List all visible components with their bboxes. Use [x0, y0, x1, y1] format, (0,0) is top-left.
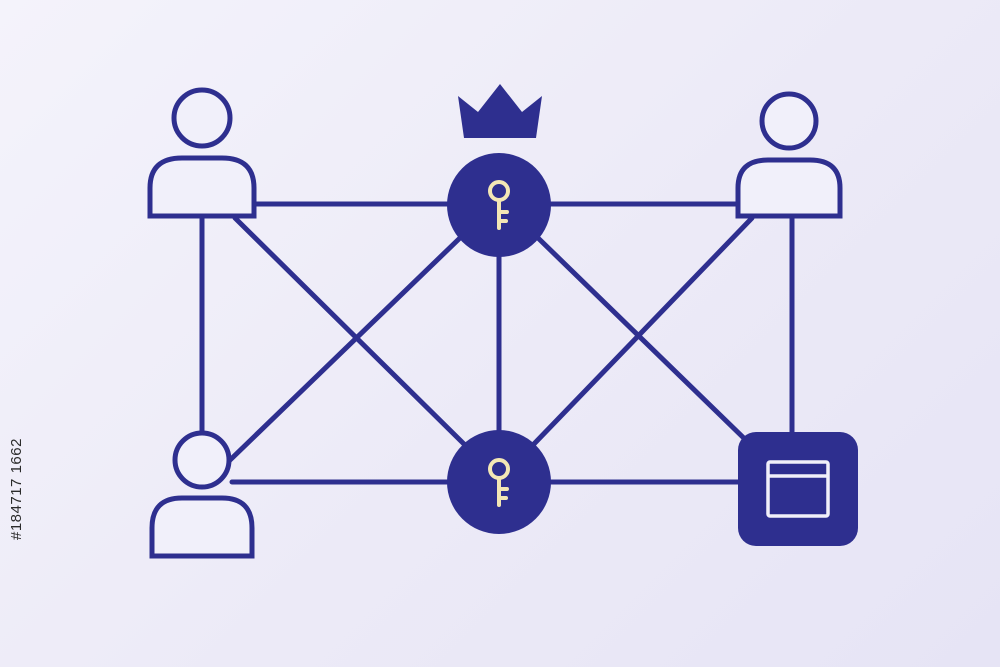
user-outline-icon	[149, 430, 255, 559]
app-window-node	[738, 432, 858, 546]
link-userTL-keyBottom	[232, 215, 469, 449]
link-userTR-keyBottom	[529, 215, 755, 449]
connection-lines	[199, 201, 795, 485]
stock-image-id: #184717 1662	[8, 438, 25, 540]
key-icon	[488, 458, 510, 507]
key-node-bottom	[447, 430, 551, 534]
key-icon	[488, 180, 510, 230]
user-outline-icon	[147, 87, 257, 219]
crown-icon	[458, 84, 542, 138]
user-outline-icon	[735, 91, 843, 219]
link-keyTop-userBL	[225, 233, 465, 465]
link-keyTop-app	[533, 233, 755, 449]
browser-window-icon	[766, 460, 830, 518]
key-node-top	[447, 153, 551, 257]
